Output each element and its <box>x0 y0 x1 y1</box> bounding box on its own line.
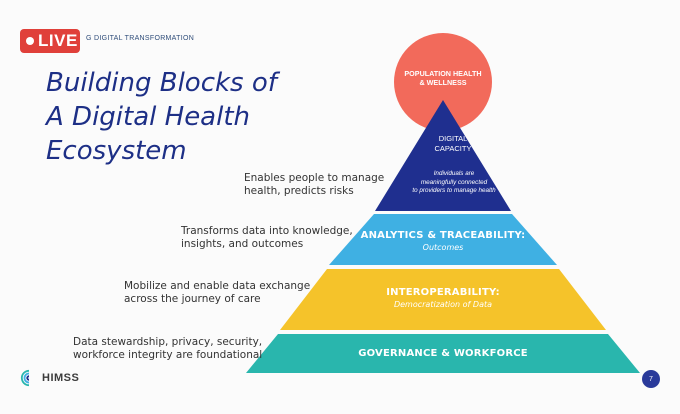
live-badge: LIVE <box>20 29 80 53</box>
page-number: 7 <box>642 370 660 388</box>
himss-logo-icon <box>20 369 30 387</box>
apex-desc-line-2: meaningfully connected <box>420 178 488 186</box>
live-label: LIVE <box>38 31 78 50</box>
interop-side-line-2: across the journey of care <box>124 293 261 305</box>
apex-title-line-2: CAPACITY <box>434 143 472 153</box>
slide-title: Building Blocks of A Digital Health Ecos… <box>46 66 306 168</box>
governance-label: GOVERNANCE & WORKFORCE <box>343 348 543 359</box>
governance-side-line-2: workforce integrity are foundational <box>73 349 263 361</box>
analytics-side-line-2: insights, and outcomes <box>181 238 304 250</box>
governance-title: GOVERNANCE & WORKFORCE <box>358 348 528 359</box>
interop-side-line-1: Mobilize and enable data exchange <box>124 280 311 292</box>
analytics-side-label: Transforms data into knowledge, insights… <box>181 225 411 251</box>
digital-capacity-tier <box>375 100 511 211</box>
apex-title-line-1: DIGITAL <box>438 134 468 143</box>
circle-line-1: POPULATION HEALTH <box>404 69 482 78</box>
apex-desc-line-1: Individuals are <box>433 170 475 177</box>
apex-desc-line-3: to providers to manage health <box>412 187 496 194</box>
analytics-title: ANALYTICS & TRACEABILITY: <box>360 230 526 241</box>
interop-sub: Democratization of Data <box>393 300 493 309</box>
live-dot-icon <box>26 37 34 45</box>
title-line-3: Ecosystem <box>46 136 187 166</box>
apex-side-label: Enables people to manage health, predict… <box>244 172 394 198</box>
slide-header: G DIGITAL TRANSFORMATION <box>86 35 195 42</box>
circle-line-2: & WELLNESS <box>419 78 467 87</box>
digital-capacity-description: Individuals are meaningfully connected t… <box>392 170 516 196</box>
analytics-tier <box>329 214 557 265</box>
interoperability-tier <box>280 269 606 330</box>
analytics-side-line-1: Transforms data into knowledge, <box>181 225 353 237</box>
interoperability-label: INTEROPERABILITY: Democratization of Dat… <box>343 287 543 309</box>
title-line-1: Building Blocks of <box>46 68 277 98</box>
population-health-label: POPULATION HEALTH & WELLNESS <box>390 69 496 87</box>
interop-title: INTEROPERABILITY: <box>386 287 500 298</box>
governance-side-label: Data stewardship, privacy, security, wor… <box>73 336 303 362</box>
governance-side-line-1: Data stewardship, privacy, security, <box>73 336 263 348</box>
title-line-2: A Digital Health <box>46 102 251 132</box>
apex-side-line-1: Enables people to manage <box>244 172 385 184</box>
himss-logo-text: HIMSS <box>42 372 80 384</box>
interop-side-label: Mobilize and enable data exchange across… <box>124 280 354 306</box>
population-health-circle <box>394 33 492 131</box>
analytics-sub: Outcomes <box>422 243 464 252</box>
himss-logo: HIMSS <box>20 369 79 387</box>
governance-tier <box>246 334 640 373</box>
digital-capacity-title: DIGITAL CAPACITY <box>410 134 496 153</box>
analytics-label: ANALYTICS & TRACEABILITY: Outcomes <box>340 230 546 252</box>
apex-side-line-2: health, predicts risks <box>244 185 354 197</box>
